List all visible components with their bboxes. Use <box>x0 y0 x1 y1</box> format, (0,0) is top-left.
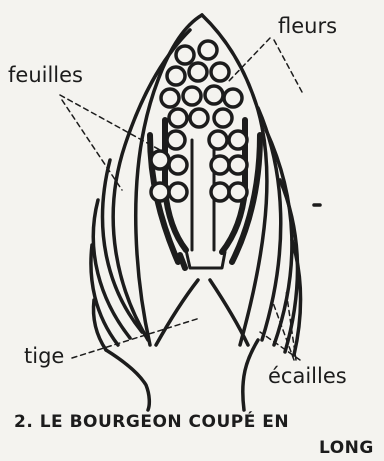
leader-fleurs-1 <box>228 38 270 82</box>
label-feuilles: feuilles <box>8 65 83 86</box>
label-tige: tige <box>24 346 64 367</box>
leader-feuilles-2 <box>62 100 122 190</box>
leader-fleurs-2 <box>274 40 302 92</box>
label-ecailles: écailles <box>268 366 347 387</box>
caption-line-1: 2. LE BOURGEON COUPÉ EN <box>14 414 289 431</box>
caption-line-2: LONG <box>319 440 374 457</box>
label-fleurs: fleurs <box>278 16 337 37</box>
